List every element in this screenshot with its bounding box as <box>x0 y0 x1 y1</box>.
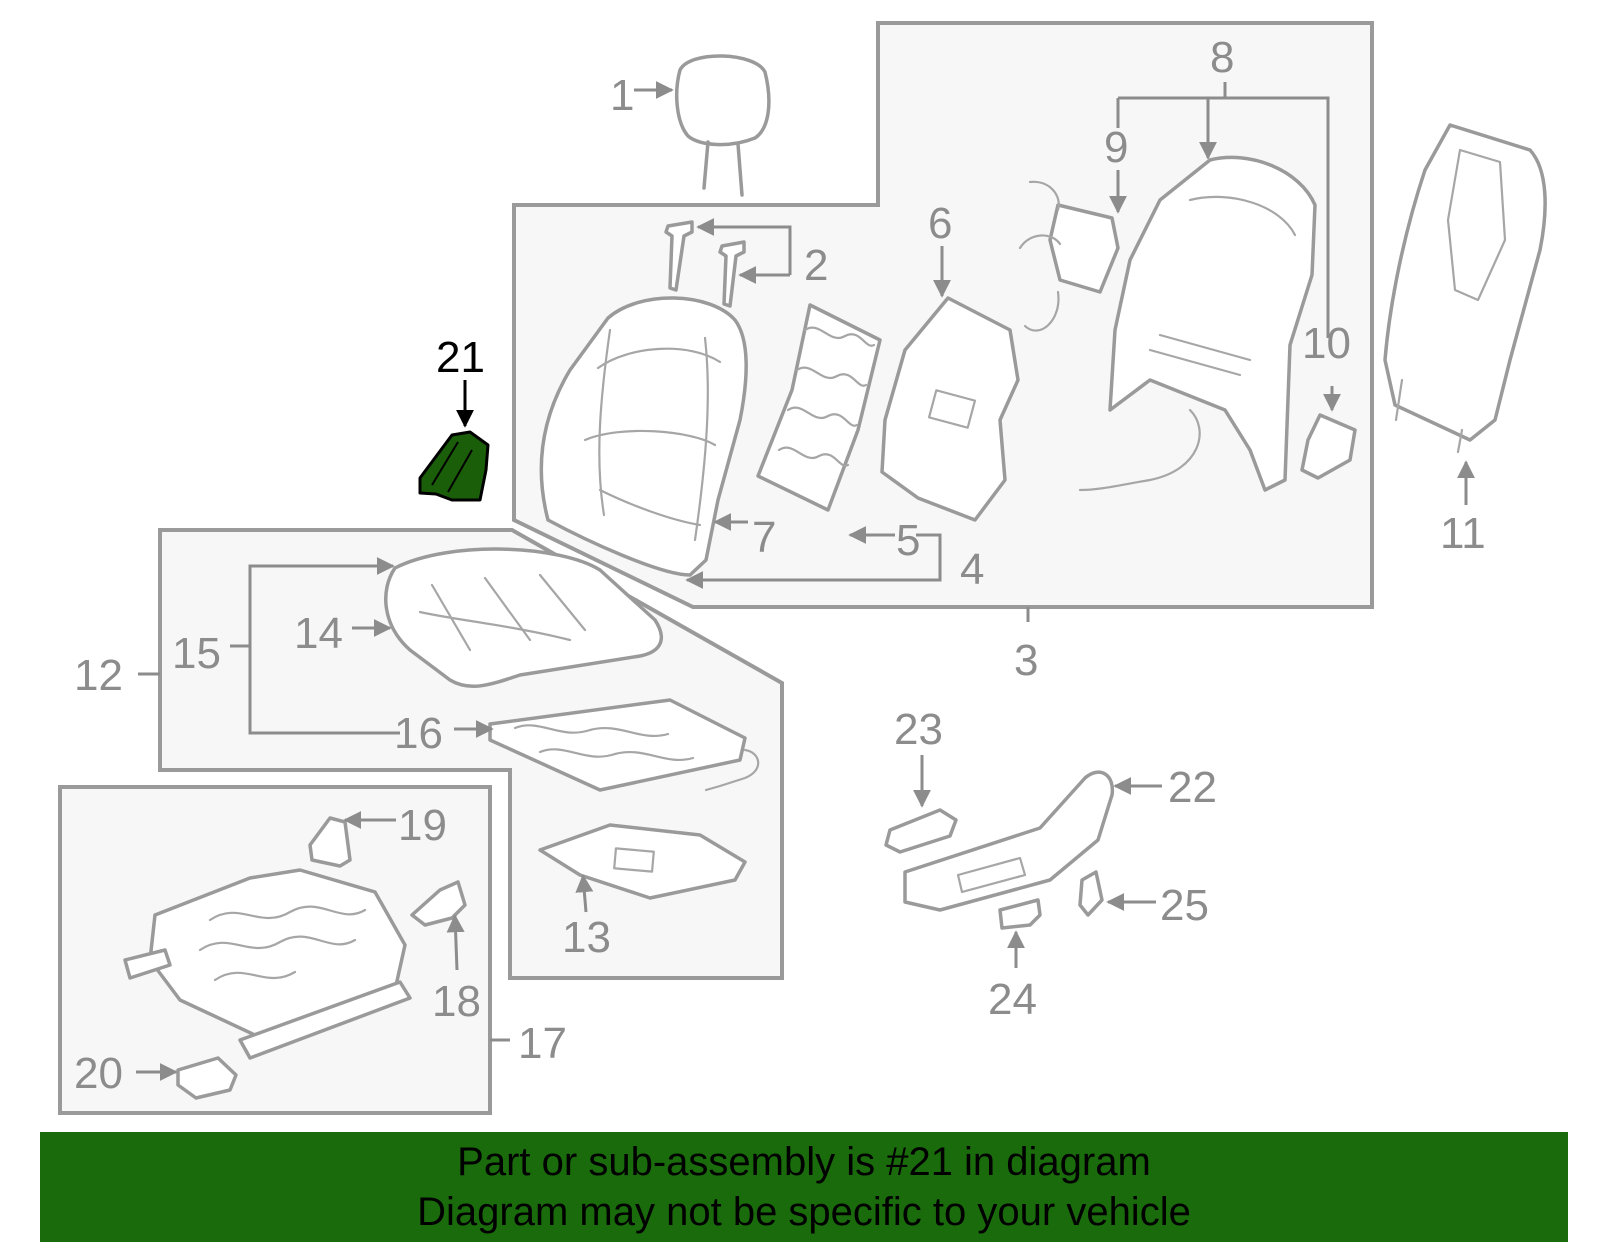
lumbar-switch-module[interactable] <box>1300 413 1357 480</box>
callout-20: 20 <box>74 1049 123 1098</box>
callout-23: 23 <box>894 705 943 754</box>
callout-15: 15 <box>172 629 221 678</box>
seatback-pad[interactable] <box>880 296 1020 522</box>
callout-8: 8 <box>1210 33 1234 82</box>
callout-4: 4 <box>960 545 984 594</box>
part-info-banner: Part or sub-assembly is #21 in diagram D… <box>40 1132 1568 1242</box>
switch-knob[interactable] <box>998 898 1042 930</box>
seat-cushion-cover[interactable] <box>383 547 663 689</box>
callout-17: 17 <box>518 1019 567 1068</box>
banner-line-2: Diagram may not be specific to your vehi… <box>417 1190 1191 1234</box>
callout-25: 25 <box>1160 881 1209 930</box>
callout-3: 3 <box>1014 636 1038 685</box>
callout-21: 21 <box>436 333 485 382</box>
highlighted-part-21[interactable] <box>418 430 490 502</box>
switch-knob-small[interactable] <box>1078 870 1104 917</box>
callout-11: 11 <box>1440 509 1486 558</box>
seatback-back-panel[interactable] <box>1383 123 1547 454</box>
headrest[interactable] <box>674 54 771 197</box>
callout-18: 18 <box>432 977 481 1026</box>
callout-19: 19 <box>398 801 447 850</box>
seat-switch[interactable] <box>884 808 958 854</box>
banner-line-1: Part or sub-assembly is #21 in diagram <box>457 1140 1151 1184</box>
power-seat-control-module[interactable] <box>176 1056 238 1100</box>
callout-12: 12 <box>74 651 123 700</box>
callout-2: 2 <box>804 241 828 290</box>
callout-24: 24 <box>988 975 1037 1024</box>
headrest-guides[interactable] <box>664 220 746 308</box>
callout-14: 14 <box>294 609 343 658</box>
callout-6: 6 <box>928 199 952 248</box>
callout-7: 7 <box>752 513 776 562</box>
seatback-cover[interactable] <box>539 296 748 577</box>
seat-side-shield[interactable] <box>903 770 1115 912</box>
callout-5: 5 <box>896 516 920 565</box>
callout-22: 22 <box>1168 763 1217 812</box>
callout-13: 13 <box>562 913 611 962</box>
seat-track-frame[interactable] <box>123 868 412 1060</box>
track-bracket[interactable] <box>308 816 352 868</box>
seatback-spring-mat[interactable] <box>756 303 882 512</box>
seatback-frame[interactable] <box>1078 155 1317 492</box>
callout-10: 10 <box>1302 319 1351 368</box>
callout-9: 9 <box>1104 123 1128 172</box>
callout-1: 1 <box>610 71 634 120</box>
callout-16: 16 <box>394 709 443 758</box>
seat-cushion-spring-mat[interactable] <box>488 698 760 792</box>
lumbar-support-module[interactable] <box>1018 180 1120 332</box>
